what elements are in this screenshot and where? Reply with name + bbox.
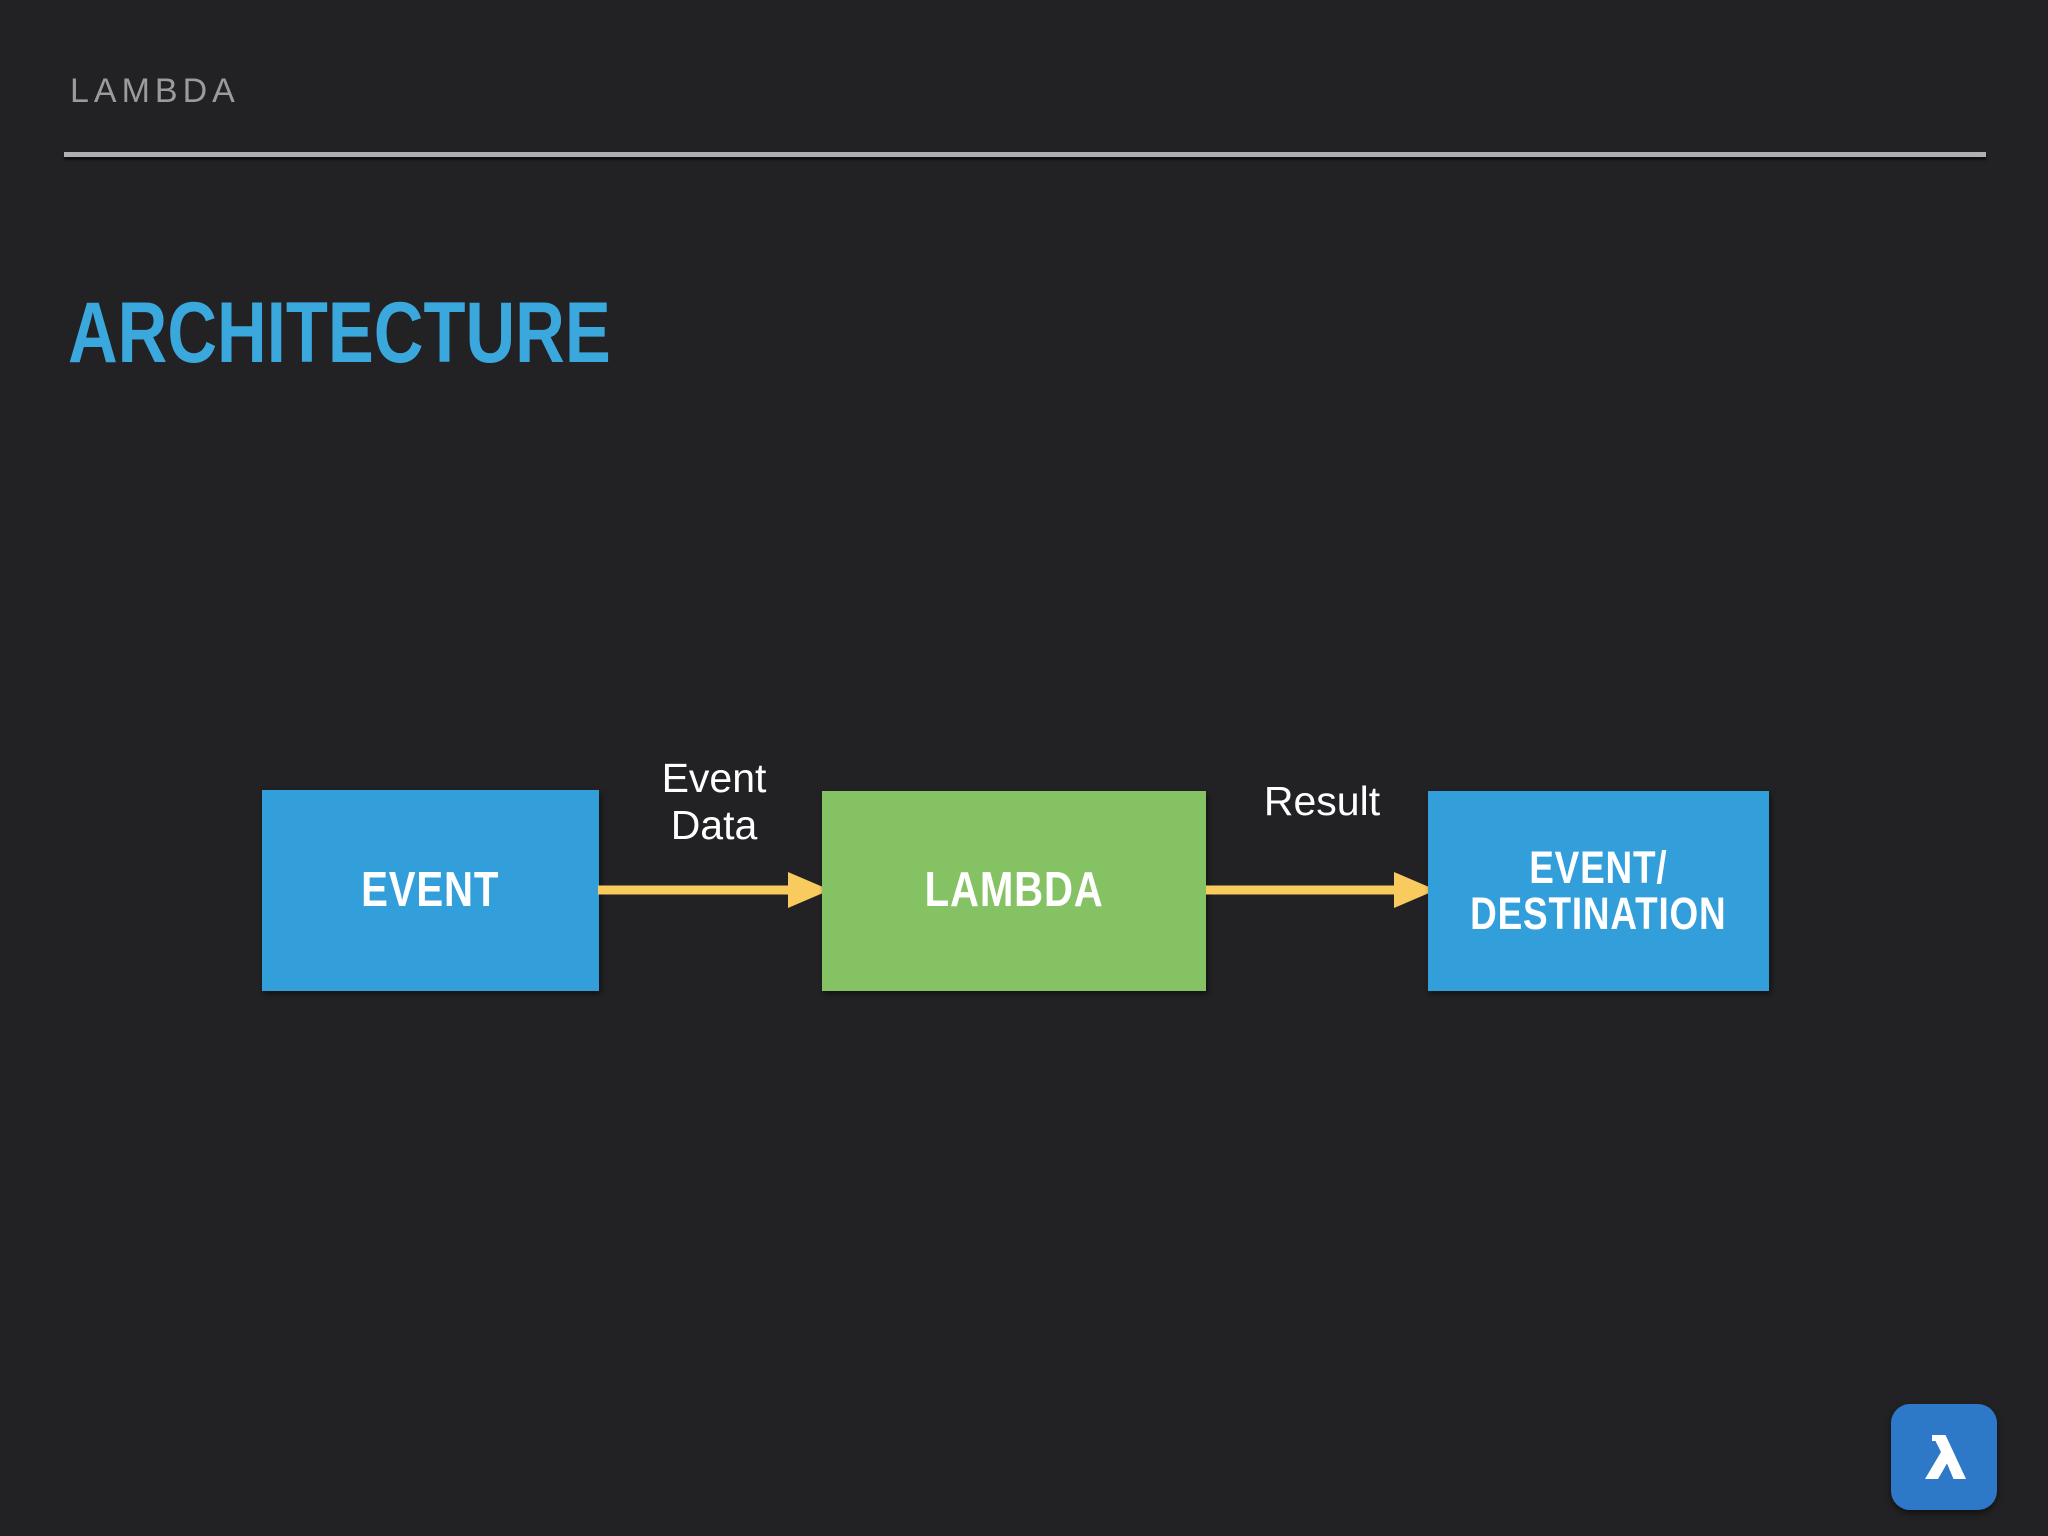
diagram-node-event: EVENT — [262, 790, 599, 991]
aws-lambda-logo — [1891, 1404, 1997, 1510]
diagram-node-event-label: EVENT — [361, 862, 500, 917]
diagram-node-lambda: LAMBDA — [822, 791, 1206, 991]
diagram-node-lambda-label: LAMBDA — [924, 863, 1104, 918]
arrow-lambda-to-destination — [1206, 872, 1436, 908]
diagram-node-destination-label: EVENT/ DESTINATION — [1470, 842, 1727, 939]
diagram-node-destination: EVENT/ DESTINATION — [1428, 791, 1769, 991]
header-divider — [64, 152, 1986, 157]
arrow-event-to-lambda — [598, 872, 830, 908]
slide-eyebrow: LAMBDA — [70, 72, 240, 110]
page-title: ARCHITECTURE — [68, 284, 611, 381]
lambda-icon — [1912, 1425, 1976, 1489]
edge-label-event-data: Event Data — [661, 755, 767, 849]
edge-label-result: Result — [1263, 778, 1381, 824]
